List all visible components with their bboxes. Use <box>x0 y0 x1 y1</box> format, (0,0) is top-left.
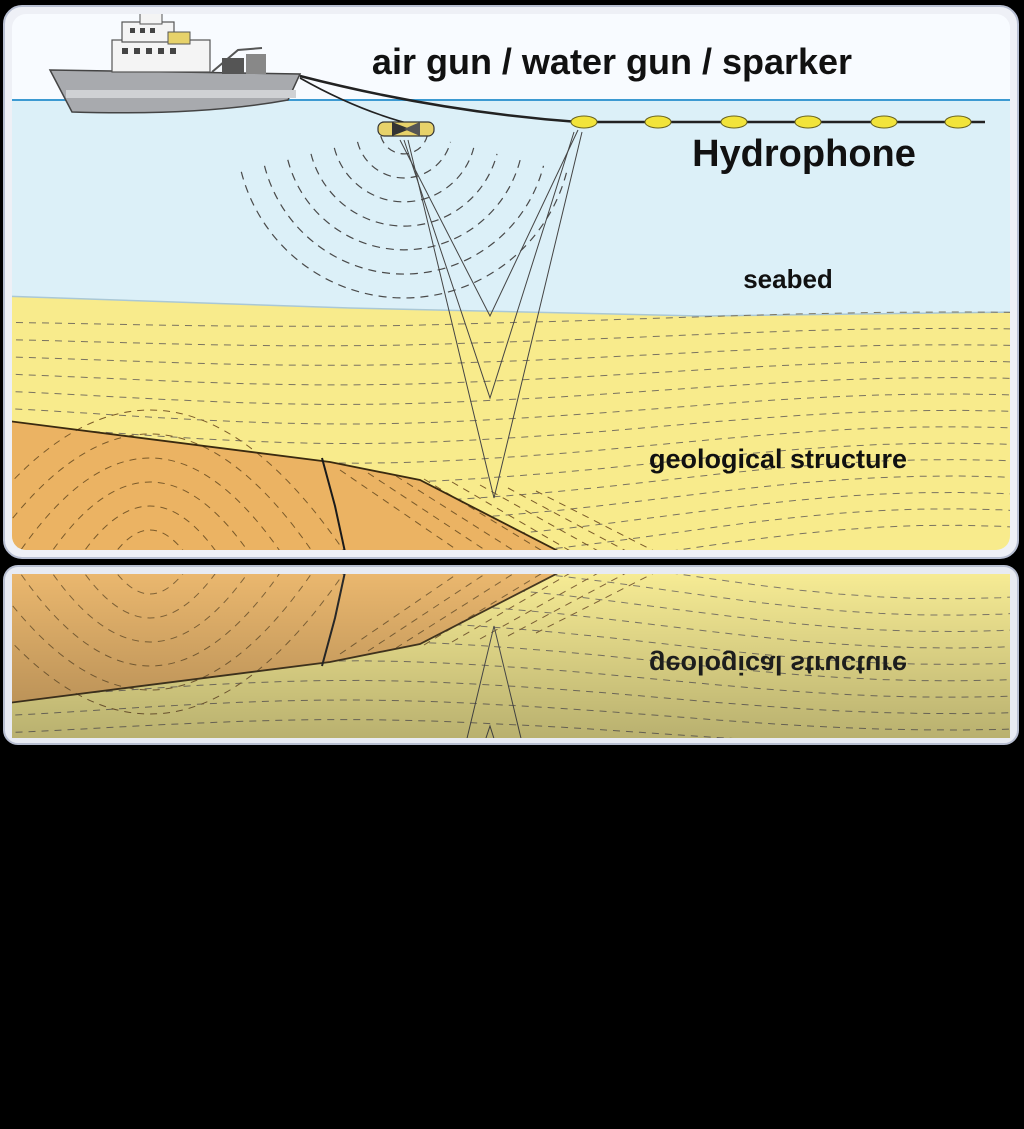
reflected-sediment-stratum <box>0 759 1024 780</box>
sediment-stratum <box>12 409 1010 445</box>
scene-reflection: geological structure <box>0 574 1024 994</box>
rock-top-boundary <box>12 419 561 550</box>
hydrophone <box>944 115 972 129</box>
rock-stratum <box>451 481 573 550</box>
sediment-stratum <box>12 327 1010 347</box>
rock-stratum <box>395 475 517 550</box>
wavefront <box>287 159 521 251</box>
rock-stratum <box>423 478 545 550</box>
wavefront <box>310 153 498 227</box>
rock-stratum <box>535 490 657 550</box>
source-label: air gun / water gun / sparker <box>372 41 852 82</box>
hydrophone <box>794 115 822 129</box>
hydrophone <box>720 115 748 129</box>
sediment-strata <box>12 311 1010 550</box>
hydrophone <box>644 115 672 129</box>
rock-stratum <box>507 487 629 550</box>
seismic-source <box>377 121 435 137</box>
reflected-sediment-stratum <box>0 798 1024 812</box>
fault-line <box>321 457 346 550</box>
rock-body <box>12 420 560 550</box>
structure-label: geological structure <box>649 444 907 474</box>
rock-stratum <box>45 481 255 550</box>
ray-path <box>407 131 583 499</box>
scene-main: air gun / water gun / sparker Hydrophone… <box>12 14 1010 550</box>
sediment-stratum <box>12 491 1010 543</box>
rock-stratum <box>367 472 489 550</box>
sediment-stratum <box>12 393 1010 425</box>
hydrophone <box>870 115 898 129</box>
reflected-ray-path <box>485 724 495 738</box>
sediment-stratum <box>12 311 1010 327</box>
survey-ship <box>48 14 302 114</box>
wavefront <box>356 141 452 179</box>
rock-stratum <box>77 505 223 550</box>
sediment-stratum <box>12 442 1010 484</box>
sediment-stratum <box>12 344 1010 366</box>
sediment-stratum <box>12 475 1010 523</box>
hydrophone-label: Hydrophone <box>692 133 916 175</box>
seabed-line <box>12 295 1010 317</box>
rock-stratum <box>479 484 601 550</box>
rock-stratum <box>339 469 461 550</box>
wavefronts <box>240 135 568 299</box>
sediment-stratum <box>12 426 1010 464</box>
hydrophone <box>570 115 598 129</box>
wavefront <box>263 165 545 275</box>
reflected-ray-path <box>400 808 578 994</box>
sediment-stratum <box>12 360 1010 386</box>
rock-strata <box>12 409 657 550</box>
ray-path <box>403 131 575 400</box>
ray-path <box>399 129 579 318</box>
ray-paths <box>399 129 583 499</box>
reflected-sediment-stratum <box>0 778 1024 795</box>
sediment-stratum <box>12 377 1010 405</box>
hydrophone-array <box>570 115 972 129</box>
seabed-label: seabed <box>743 264 833 294</box>
sediment-stratum <box>12 459 1010 503</box>
wavefront <box>380 135 428 155</box>
streamer-cable <box>299 74 985 124</box>
rock-stratum <box>109 529 191 550</box>
